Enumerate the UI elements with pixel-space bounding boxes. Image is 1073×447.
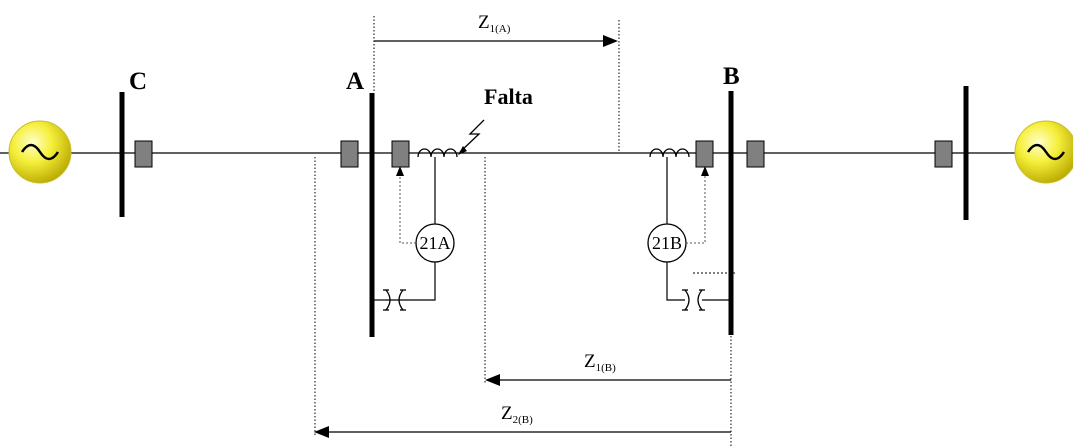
- breaker-b-right: [746, 140, 765, 168]
- trip-arrow-b-icon: [701, 166, 709, 176]
- zone-z2b-arrow: [314, 426, 731, 438]
- vt-wire-a: [386, 262, 436, 301]
- bus-label-b: B: [723, 63, 740, 90]
- breaker-right: [934, 140, 953, 168]
- vt-wire-b: [666, 262, 685, 301]
- breaker-c: [134, 140, 153, 168]
- generator-right-icon: [1014, 120, 1073, 184]
- zone-label-z2b: Z2(B): [501, 403, 533, 426]
- zone-label-z1a: Z1(A): [478, 12, 511, 35]
- breaker-a-left: [340, 140, 359, 168]
- current-transformer-a-icon: [417, 148, 458, 158]
- zone-label-z1b: Z1(B): [584, 351, 616, 374]
- trip-signal-b: [686, 174, 706, 244]
- voltage-transformer-a-icon: [383, 289, 406, 311]
- breaker-b-left: [695, 140, 714, 168]
- generator-left-icon: [8, 120, 72, 184]
- breaker-a-right: [391, 140, 410, 168]
- current-transformer-b-icon: [649, 148, 690, 158]
- trip-signal-a: [399, 174, 416, 244]
- bus-label-c: C: [129, 68, 147, 95]
- zone-z1b-arrow: [485, 374, 731, 386]
- relay-label-21a: 21A: [420, 233, 451, 253]
- zone-z1a-arrow: [374, 35, 618, 47]
- relay-label-21b: 21B: [652, 233, 682, 253]
- fault-lightning-icon: [459, 119, 485, 153]
- trip-arrow-a-icon: [396, 166, 404, 176]
- fault-arrowhead-icon: [458, 146, 467, 155]
- voltage-transformer-b-icon: [682, 289, 705, 311]
- bus-label-a: A: [346, 68, 364, 95]
- fault-label: Falta: [484, 84, 533, 109]
